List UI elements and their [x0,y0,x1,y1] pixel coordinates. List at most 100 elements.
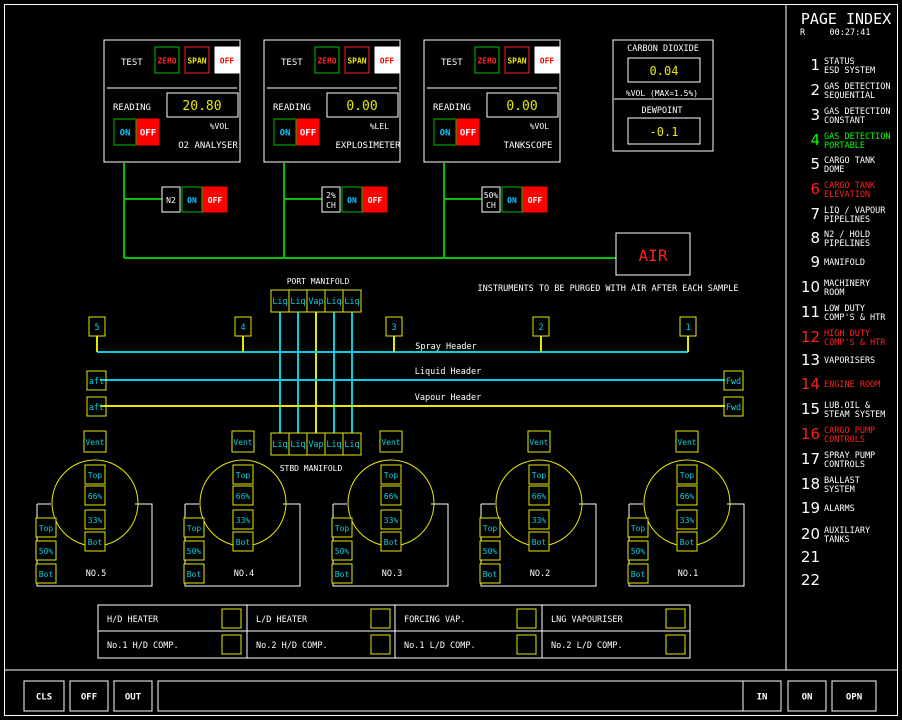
zero-button[interactable]: ZERO [314,46,340,74]
hold-point-label[interactable]: Top [335,524,350,533]
page-index-number[interactable]: 3 [810,106,820,124]
power-off-button-label[interactable]: OFF [300,129,316,139]
spray-valve[interactable]: 4 [234,316,252,337]
sample-point-bot[interactable]: Bot [380,531,402,552]
page-index-number[interactable]: 13 [801,351,820,369]
sample-point-label[interactable]: Bot [236,538,251,547]
page-index-label-line[interactable]: HIGH DUTY [824,329,870,339]
sample-point-label[interactable]: 66% [236,492,251,501]
vent-label[interactable]: Vent [677,438,696,447]
page-index-label-line[interactable]: CONTROLS [824,460,865,470]
sample-point-label[interactable]: Top [236,471,251,480]
port-manifold-connection[interactable]: Liq [342,289,362,313]
port-manifold-connection[interactable]: Liq [288,289,308,313]
sample-point-frame[interactable] [528,531,550,552]
aft-connection[interactable]: aft [86,396,107,417]
page-index-label-line[interactable]: PORTABLE [824,141,865,151]
page-index-label-line[interactable]: GAS DETECTION [824,82,891,92]
power-off-button-frame[interactable] [456,118,480,146]
sample-point-p33[interactable]: 33% [676,509,698,530]
hold-point-s_bot[interactable]: Bot [35,563,57,584]
page-index-item-22[interactable]: 22 [801,571,820,589]
test-off-button-frame[interactable] [214,46,240,74]
sample-point-frame[interactable] [380,464,402,485]
hold-point-label[interactable]: Bot [483,570,498,579]
port-manifold-connection[interactable]: Vap [306,289,326,313]
sample-point-label[interactable]: 66% [88,492,103,501]
page-index-label-line[interactable]: COMP'S & HTR [824,313,886,323]
hold-point-label[interactable]: Top [187,524,202,533]
page-index-number[interactable]: 1 [810,56,820,74]
vent-frame[interactable] [231,430,255,453]
sample-point-p66[interactable]: 66% [232,485,254,506]
page-index-label[interactable]: LUB.OIL &STEAM SYSTEM [824,401,885,420]
air-label[interactable]: AIR [639,246,668,265]
spray-valve-number[interactable]: 5 [94,323,99,333]
test-off-button[interactable]: OFF [374,46,400,74]
zero-button-label[interactable]: ZERO [477,57,496,66]
hold-point-frame[interactable] [627,540,649,561]
sample-point-frame[interactable] [528,485,550,506]
page-index-label-line[interactable]: GAS DETECTION [824,107,891,117]
aft-label[interactable]: aft [89,377,104,387]
off-button[interactable]: OFF [69,680,109,712]
hold-point-s_50[interactable]: 50% [331,540,353,561]
page-index-label-line[interactable]: ALARMS [824,504,855,514]
sample-point-p66[interactable]: 66% [380,485,402,506]
sample-point-p66[interactable]: 66% [528,485,550,506]
stbd-connection-label[interactable]: Liq [290,440,305,450]
hold-point-frame[interactable] [35,540,57,561]
sample-point-frame[interactable] [676,531,698,552]
hold-point-frame[interactable] [479,540,501,561]
page-index-label-line[interactable]: MANIFOLD [824,258,865,268]
machinery-status-box[interactable] [665,608,686,629]
sample-point-frame[interactable] [232,464,254,485]
hold-point-s_bot[interactable]: Bot [183,563,205,584]
page-index-number[interactable]: 21 [801,548,820,566]
page-index-number[interactable]: 17 [801,450,820,468]
sample-point-frame[interactable] [676,464,698,485]
sample-point-label[interactable]: Top [88,471,103,480]
purge-on-button[interactable]: ON [341,186,363,213]
hold-point-frame[interactable] [627,517,649,538]
command-line-field[interactable] [157,680,744,712]
sample-point-frame[interactable] [84,485,106,506]
stbd-connection-frame[interactable] [342,432,362,456]
spray-valve-number[interactable]: 4 [240,323,245,333]
hold-point-s_50[interactable]: 50% [479,540,501,561]
sample-point-label[interactable]: Bot [532,538,547,547]
vent-frame[interactable] [527,430,551,453]
hold-point-label[interactable]: 50% [335,547,350,556]
page-index-label[interactable]: ALARMS [824,504,855,514]
zero-button-label[interactable]: ZERO [157,57,176,66]
page-index-label-line[interactable]: TANKS [824,535,850,545]
purge-off-button-label[interactable]: OFF [368,196,383,205]
vent-point[interactable]: Vent [83,430,107,453]
stbd-manifold-connection[interactable]: Liq [270,432,290,456]
sample-point-p66[interactable]: 66% [676,485,698,506]
page-index-label-line[interactable]: N2 / HOLD [824,230,870,240]
power-off-button[interactable]: OFF [296,118,320,146]
sample-point-frame[interactable] [676,485,698,506]
hold-point-s_50[interactable]: 50% [35,540,57,561]
page-index-number[interactable]: 14 [801,375,820,393]
page-index-label-line[interactable]: STATUS [824,57,855,67]
off-button-label[interactable]: OFF [81,693,97,703]
spray-valve-frame[interactable] [234,316,252,337]
purge-off-button[interactable]: OFF [362,186,388,213]
cls-button[interactable]: CLS [23,680,65,712]
purge-on-button-frame[interactable] [181,186,203,213]
machinery-status-box[interactable] [221,634,242,655]
